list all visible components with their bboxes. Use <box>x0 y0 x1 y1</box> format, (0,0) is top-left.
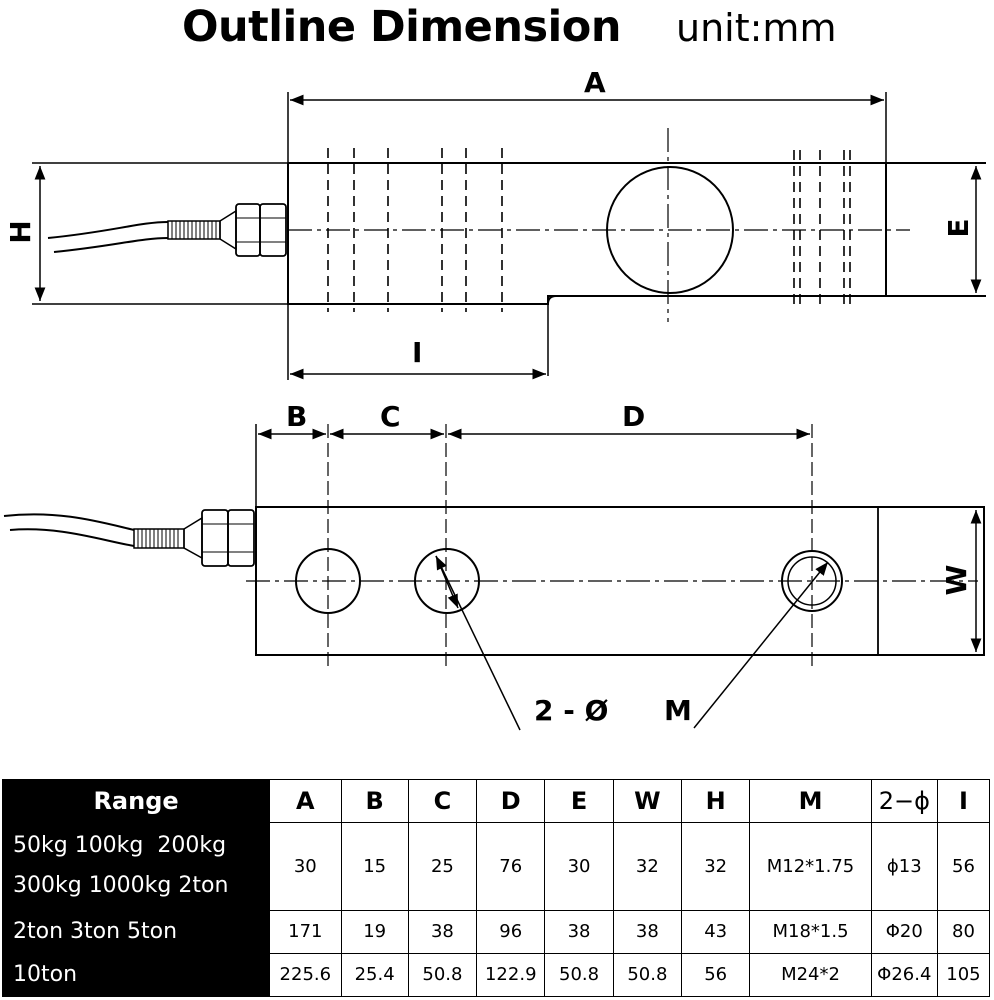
label-c: C <box>380 400 401 433</box>
table-cell: 56 <box>681 952 751 998</box>
top-gland-nut <box>235 203 261 257</box>
range-line: 2ton 3ton 5ton <box>13 918 178 944</box>
table-cell: 50.8 <box>612 952 683 998</box>
table-cell: 80 <box>936 909 991 954</box>
table-cell: 96 <box>476 909 546 954</box>
table-cell: 105 <box>936 952 991 998</box>
top-view-labels: A I H E <box>4 66 975 369</box>
outline-drawing: A I H E <box>3 66 986 731</box>
column-header: W <box>612 779 683 823</box>
table-row: 50kg 100kg 200kg 300kg 1000kg 2ton 30 15… <box>1 822 991 911</box>
table-cell: 50.8 <box>407 952 478 998</box>
range-line: 300kg 1000kg 2ton <box>13 873 229 899</box>
table-cell: 38 <box>612 909 683 954</box>
table-cell: 30 <box>544 822 614 911</box>
bottom-view <box>3 424 985 731</box>
table-cell: 38 <box>544 909 614 954</box>
label-hole-spec: 2 - Ø <box>534 694 609 727</box>
bottom-hole-2 <box>414 548 480 614</box>
label-a: A <box>584 66 606 99</box>
bottom-cable <box>3 513 135 547</box>
table-cell: 32 <box>681 822 751 911</box>
table-cell: 171 <box>269 909 342 954</box>
dimension-table: Range A B C D E W H M 2−ϕ I 50kg 100kg 2… <box>1 779 991 998</box>
label-b: B <box>286 400 307 433</box>
table-cell: 15 <box>340 822 409 911</box>
header: Outline Dimension unit:mm <box>0 0 994 60</box>
table-row: 2ton 3ton 5ton 171 19 38 96 38 38 43 M18… <box>1 909 991 954</box>
table-cell: M12*1.75 <box>749 822 872 911</box>
table-cell: 56 <box>936 822 991 911</box>
label-thread-spec: M <box>664 694 692 727</box>
label-w: W <box>940 564 973 595</box>
range-header: Range <box>1 779 271 823</box>
table-cell: 30 <box>269 822 342 911</box>
table-cell: 32 <box>612 822 683 911</box>
column-header: C <box>407 779 478 823</box>
table-cell: 122.9 <box>476 952 546 998</box>
range-cell: 10ton <box>1 952 271 998</box>
range-line: 50kg 100kg 200kg <box>13 833 227 859</box>
range-cell: 2ton 3ton 5ton <box>1 909 271 954</box>
label-i: I <box>412 336 422 369</box>
leader-hole <box>435 555 521 731</box>
bottom-thread-hole <box>781 550 843 612</box>
column-header: H <box>681 779 751 823</box>
table-cell: 225.6 <box>269 952 342 998</box>
top-cable <box>47 221 169 253</box>
range-cell: 50kg 100kg 200kg 300kg 1000kg 2ton <box>1 822 271 911</box>
range-line: 10ton <box>13 961 78 987</box>
bottom-gland-nut <box>201 509 229 567</box>
column-header: 2−ϕ <box>870 779 938 823</box>
table-cell: 76 <box>476 822 546 911</box>
unit-label: unit:mm <box>676 6 837 50</box>
bottom-hole-1 <box>295 548 361 614</box>
bottom-view-labels: B C D W 2 - Ø M <box>286 400 973 727</box>
table-cell: M18*1.5 <box>749 909 872 954</box>
column-header: B <box>340 779 409 823</box>
column-header: A <box>269 779 342 823</box>
page-title: Outline Dimension <box>182 2 621 52</box>
label-h: H <box>4 220 37 243</box>
leader-thread <box>693 561 829 729</box>
table-cell: 25 <box>407 822 478 911</box>
table-cell: 19 <box>340 909 409 954</box>
column-header: D <box>476 779 546 823</box>
table-cell: 25.4 <box>340 952 409 998</box>
top-view <box>32 92 986 380</box>
column-header: M <box>749 779 872 823</box>
table-cell: M24*2 <box>749 952 872 998</box>
table-cell: 38 <box>407 909 478 954</box>
table-cell: ϕ13 <box>870 822 938 911</box>
column-header: I <box>936 779 991 823</box>
table-row: 10ton 225.6 25.4 50.8 122.9 50.8 50.8 56… <box>1 952 991 998</box>
table-header-row: Range A B C D E W H M 2−ϕ I <box>1 779 991 823</box>
label-e: E <box>942 218 975 237</box>
column-header: E <box>544 779 614 823</box>
table-cell: 50.8 <box>544 952 614 998</box>
table-cell: 43 <box>681 909 751 954</box>
top-hole-circle <box>606 166 734 294</box>
table-cell: Φ20 <box>870 909 938 954</box>
label-d: D <box>622 400 645 433</box>
table-cell: Φ26.4 <box>870 952 938 998</box>
